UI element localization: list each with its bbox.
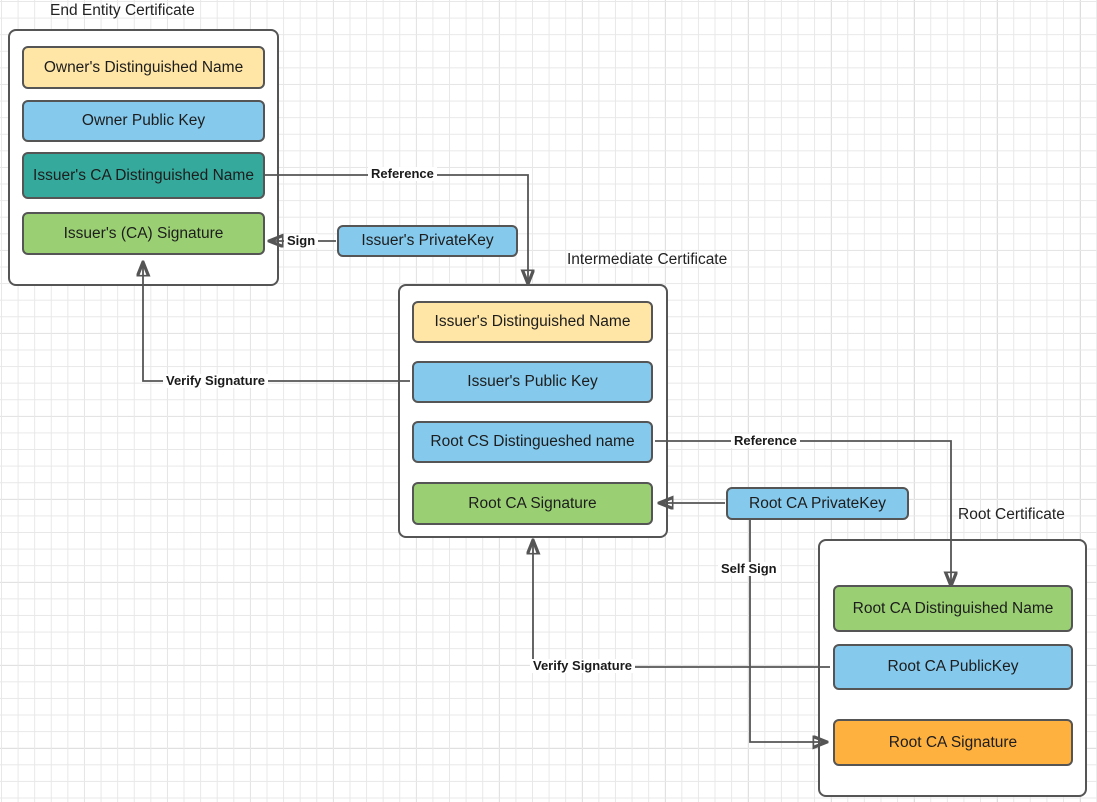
edge-verify-bottom <box>533 541 830 668</box>
edge-label-reference-bottom: Reference <box>731 434 800 448</box>
field-root-ca-signature-root[interactable]: Root CA Signature <box>833 719 1073 766</box>
field-owner-public-key[interactable]: Owner Public Key <box>22 100 265 142</box>
group-title-root: Root Certificate <box>958 506 1065 523</box>
field-root-ca-signature-intermediate[interactable]: Root CA Signature <box>412 482 653 525</box>
edge-self-sign <box>749 518 826 742</box>
edge-label-sign-top: Sign <box>284 234 319 248</box>
group-title-intermediate: Intermediate Certificate <box>567 251 728 268</box>
field-issuer-ca-signature[interactable]: Issuer's (CA) Signature <box>22 212 265 255</box>
field-root-ca-publickey[interactable]: Root CA PublicKey <box>833 644 1073 690</box>
field-root-ca-distinguished-name[interactable]: Root CA Distinguished Name <box>833 585 1073 632</box>
field-issuer-ca-distinguished-name[interactable]: Issuer's CA Distinguished Name <box>22 152 265 199</box>
edge-label-verify-bottom: Verify Signature <box>530 659 635 673</box>
key-issuers-privatekey[interactable]: Issuer's PrivateKey <box>337 225 518 257</box>
edge-label-reference-top: Reference <box>368 167 437 181</box>
field-owner-distinguished-name[interactable]: Owner's Distinguished Name <box>22 46 265 89</box>
field-issuer-distinguished-name[interactable]: Issuer's Distinguished Name <box>412 301 653 343</box>
field-issuer-public-key[interactable]: Issuer's Public Key <box>412 361 653 403</box>
group-title-end-entity: End Entity Certificate <box>50 2 195 19</box>
edge-label-verify-top: Verify Signature <box>163 374 268 388</box>
field-root-cs-distingueshed-name[interactable]: Root CS Distingueshed name <box>412 421 653 463</box>
key-root-ca-privatekey[interactable]: Root CA PrivateKey <box>726 487 909 520</box>
edge-label-self-sign: Self Sign <box>718 562 780 576</box>
